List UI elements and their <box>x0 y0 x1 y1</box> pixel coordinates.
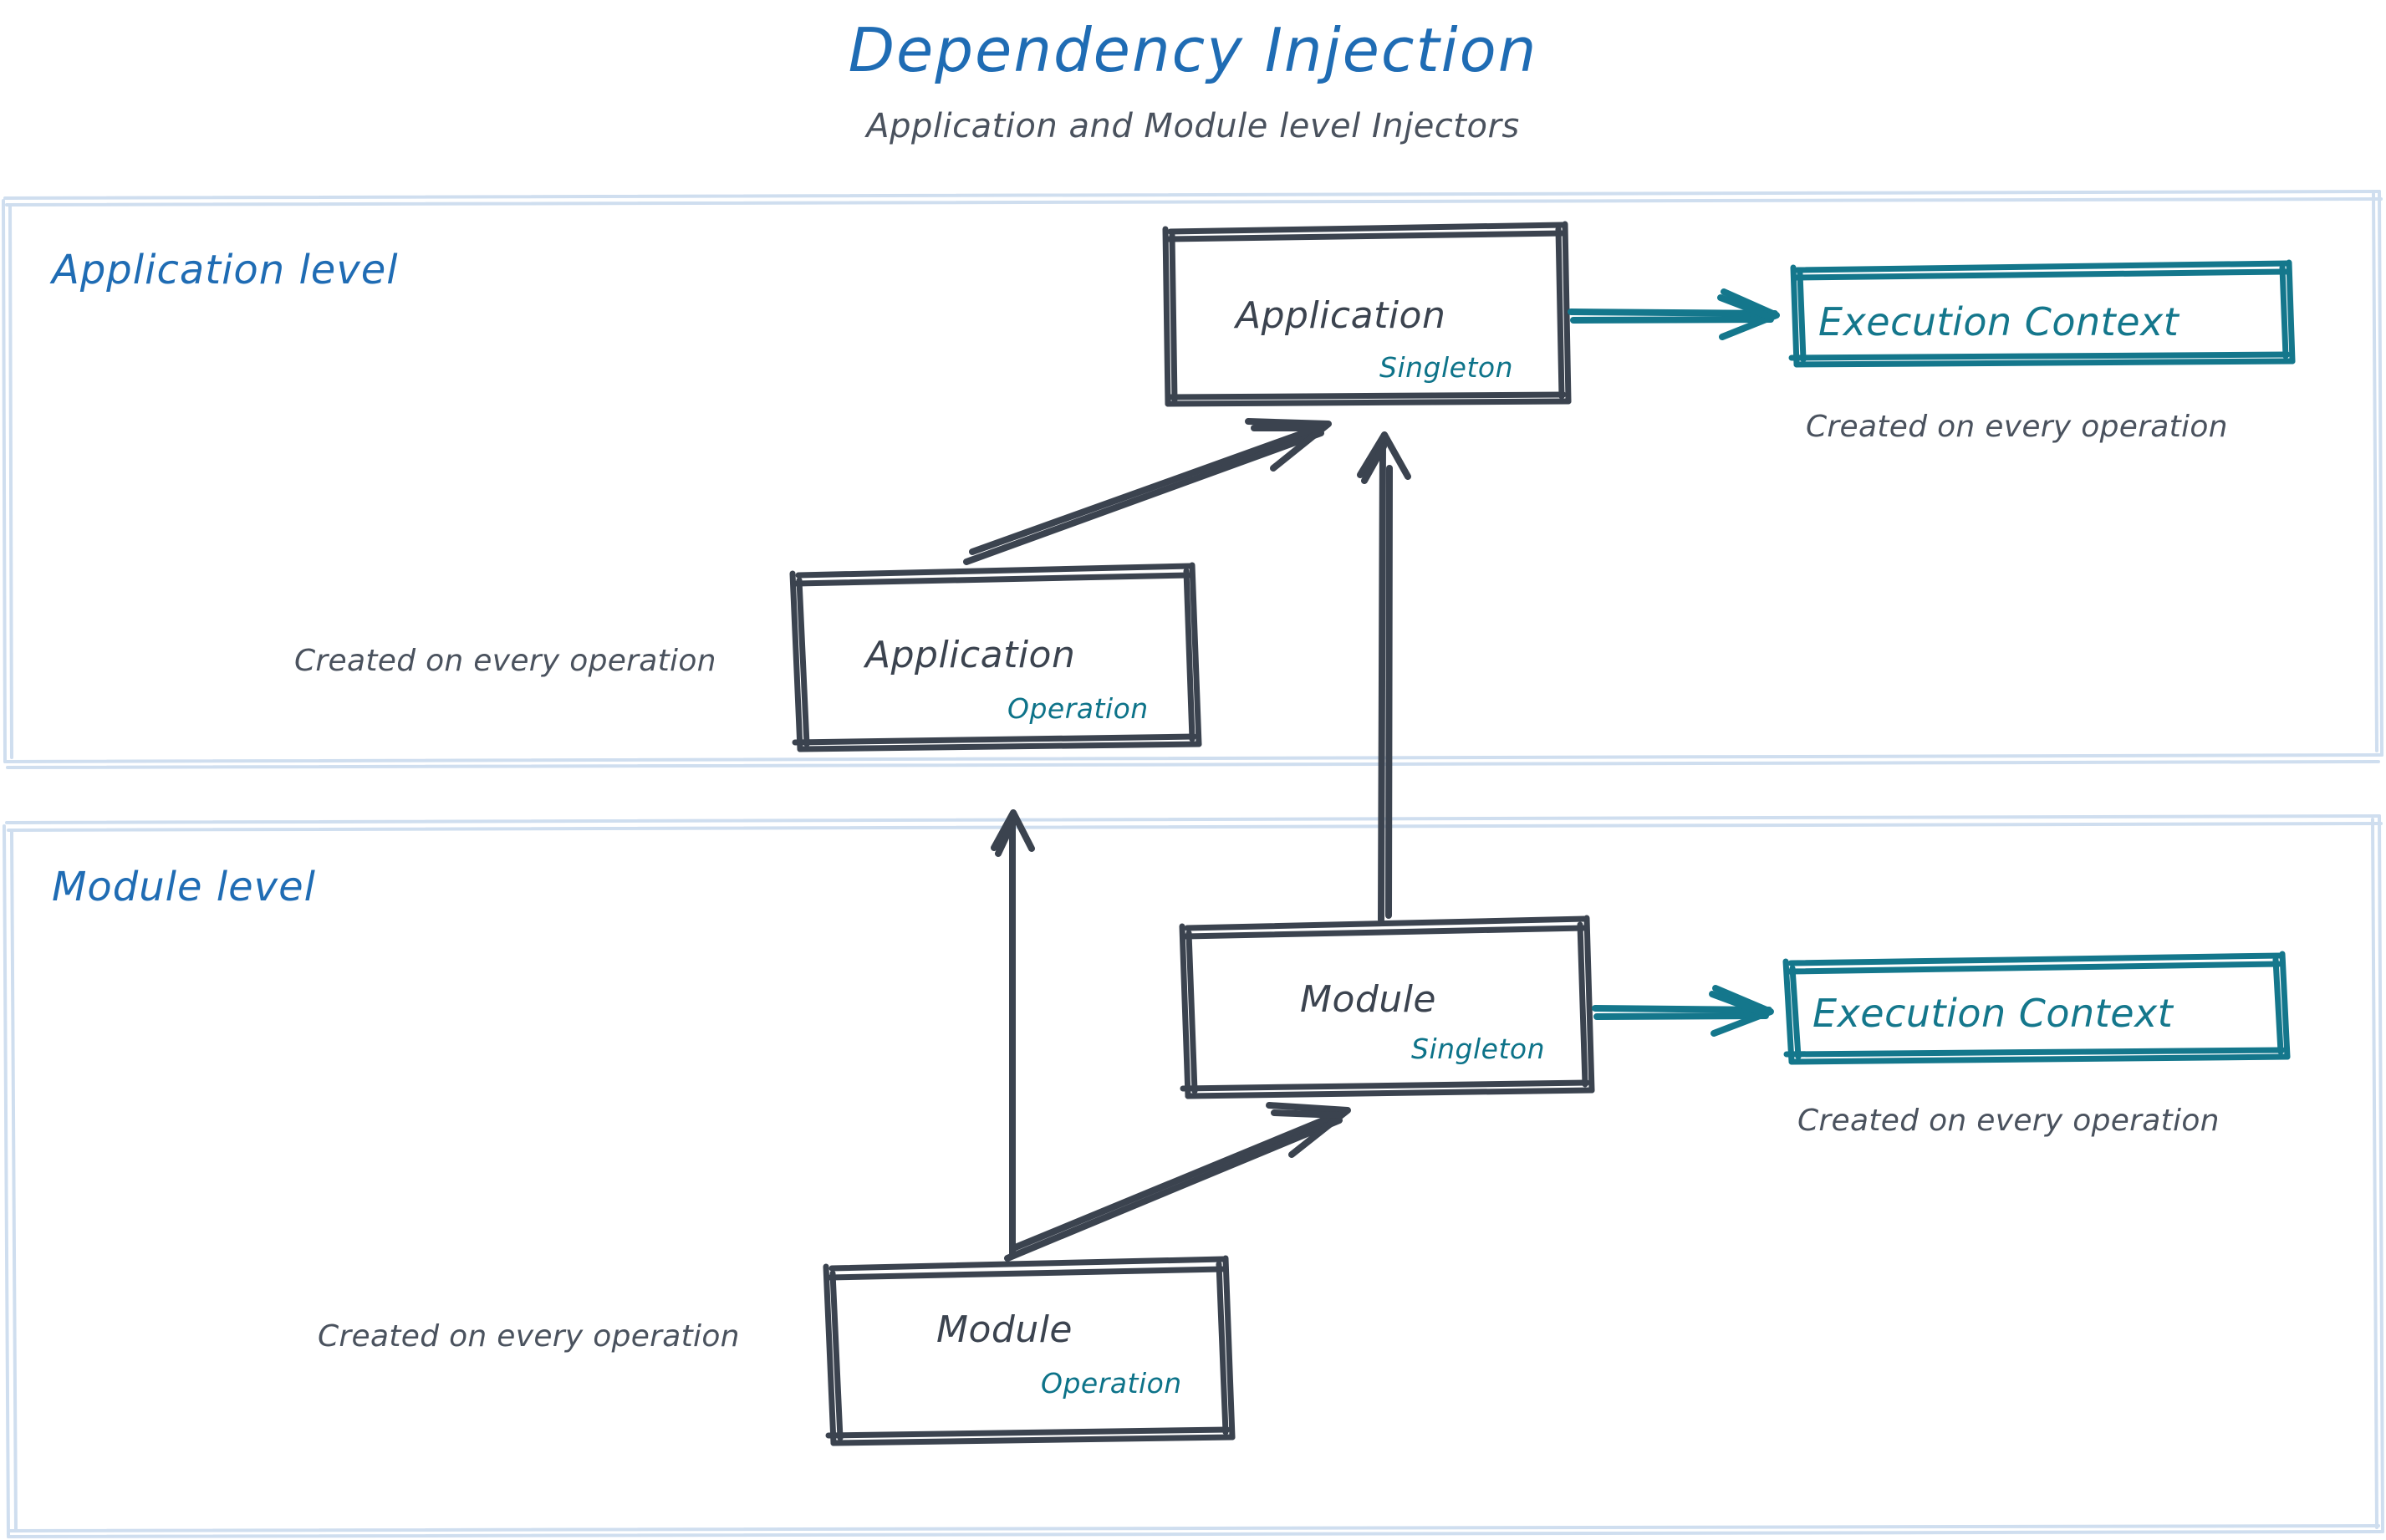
arrow-app-operation-to-app-singleton <box>963 418 1332 565</box>
node-label-module-operation-scope: Operation <box>1041 1367 1182 1400</box>
caption-application-operation: Created on every operation <box>294 644 716 678</box>
node-label-execution-context-application: Execution Context <box>1818 299 2180 344</box>
node-label-module-singleton-title: Module <box>1300 978 1436 1021</box>
node-label-application-operation-title: Application <box>865 634 1076 676</box>
node-label-application-singleton-scope: Singleton <box>1379 351 1513 384</box>
arrow-mod-operation-to-mod-singleton <box>1004 1102 1351 1262</box>
page-subtitle: Application and Module level Injectors <box>866 107 1520 145</box>
panel-heading-application-level: Application level <box>52 247 399 293</box>
node-label-module-singleton-scope: Singleton <box>1411 1033 1545 1065</box>
page-title: Dependency Injection <box>848 15 1538 85</box>
arrow-mod-singleton-to-exec-context <box>1592 985 1774 1037</box>
node-label-execution-context-module: Execution Context <box>1812 991 2174 1036</box>
arrow-mod-operation-to-application-level <box>991 809 1035 1257</box>
caption-execution-context-application: Created on every operation <box>1806 410 2228 444</box>
panel-module-level-border <box>3 814 2384 1538</box>
arrow-mod-singleton-to-app-singleton <box>1357 431 1411 923</box>
node-label-application-singleton-title: Application <box>1236 294 1446 337</box>
arrow-app-singleton-to-exec-context <box>1568 288 1780 340</box>
caption-execution-context-module: Created on every operation <box>1797 1104 2220 1138</box>
caption-module-operation: Created on every operation <box>318 1319 740 1354</box>
panel-heading-module-level: Module level <box>52 864 316 910</box>
node-label-module-operation-title: Module <box>936 1308 1073 1351</box>
node-label-application-operation-scope: Operation <box>1007 692 1149 725</box>
